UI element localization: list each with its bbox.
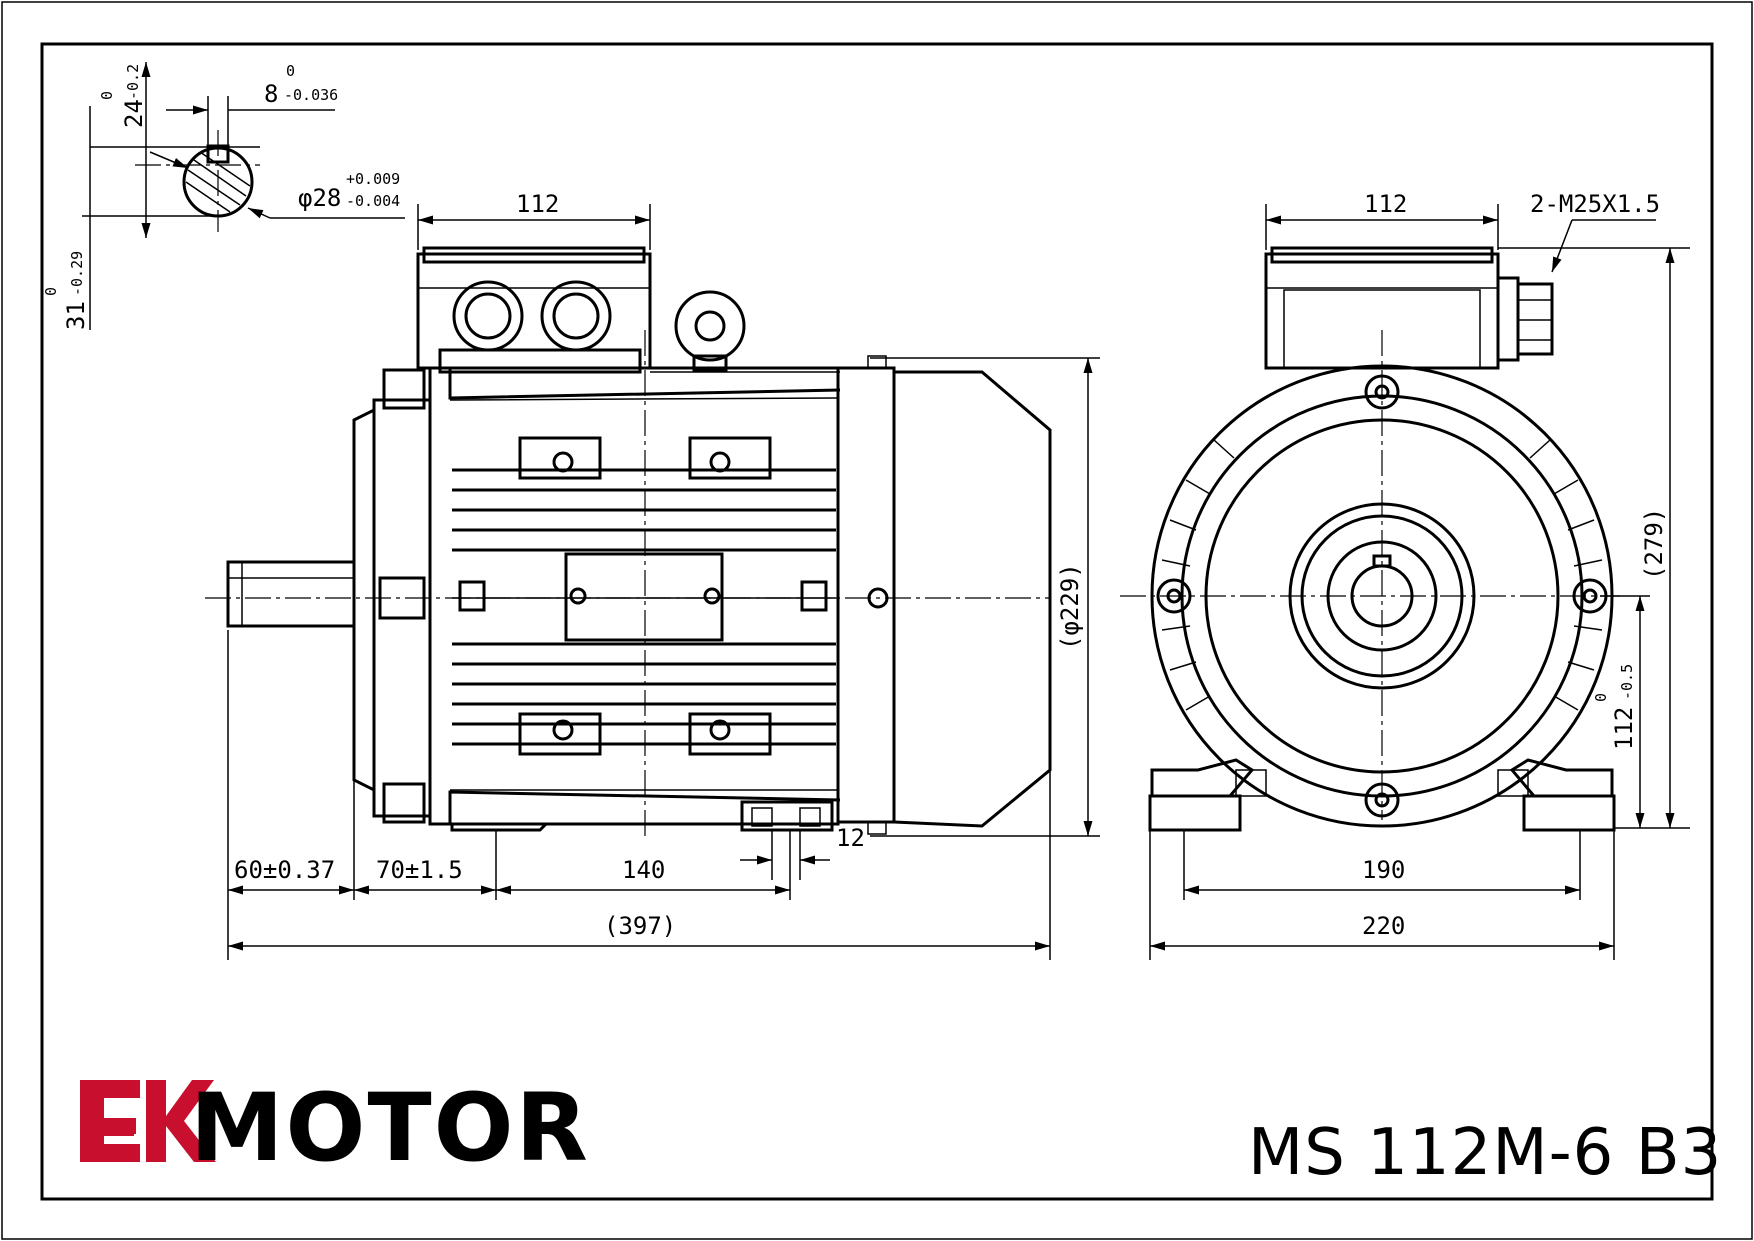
foot-hole-spacing: 190: [1362, 856, 1405, 884]
shaft-height-tol-upper: 0: [1592, 693, 1610, 702]
shaft-dia-label: φ28: [298, 184, 341, 212]
overall-length: (397): [604, 912, 676, 940]
key-width-tol-upper: 0: [286, 62, 295, 80]
shaft-length: 60±0.37: [234, 856, 335, 884]
key-width-tol-lower: -0.036: [284, 86, 338, 104]
ek-logo-mark: [80, 1080, 216, 1162]
side-view-dimensions: [227, 204, 1100, 960]
end-terminal-box-width: 112: [1364, 190, 1407, 218]
frame-diameter: (φ229): [1056, 563, 1084, 650]
brand-name: MOTOR: [190, 1074, 590, 1183]
cable-gland-label: 2-M25X1.5: [1530, 190, 1660, 218]
center-height-tol-upper: 0: [42, 287, 60, 296]
shaft-dia-tol-upper: +0.009: [346, 170, 400, 188]
end-view-dimensions: [1149, 204, 1690, 960]
center-height-tol-lower: -0.29: [68, 251, 86, 296]
overall-height: (279): [1640, 508, 1668, 580]
end-view: [1120, 246, 1620, 832]
key-width-label: 8: [264, 80, 278, 108]
key-height-tol-upper: 0: [98, 91, 116, 100]
shaft-to-foot: 70±1.5: [376, 856, 463, 884]
shaft-key-detail: [82, 62, 405, 330]
key-height-tol-lower: -0.2: [124, 64, 142, 100]
key-height-label: 24: [120, 99, 148, 128]
drawing-frame: [40, 42, 1714, 1201]
shaft-height-tol-lower: -0.5: [1618, 664, 1636, 700]
model-number: MS 112M-6 B3: [1248, 1116, 1722, 1190]
shaft-dia-tol-lower: -0.004: [346, 192, 400, 210]
side-terminal-box-width: 112: [516, 190, 559, 218]
foot-spacing: 140: [622, 856, 665, 884]
center-height-label: 31: [62, 301, 90, 330]
side-view: [205, 246, 1052, 840]
foot-width: 220: [1362, 912, 1405, 940]
shaft-height: 112: [1610, 707, 1638, 750]
foot-thickness: 12: [836, 824, 865, 852]
